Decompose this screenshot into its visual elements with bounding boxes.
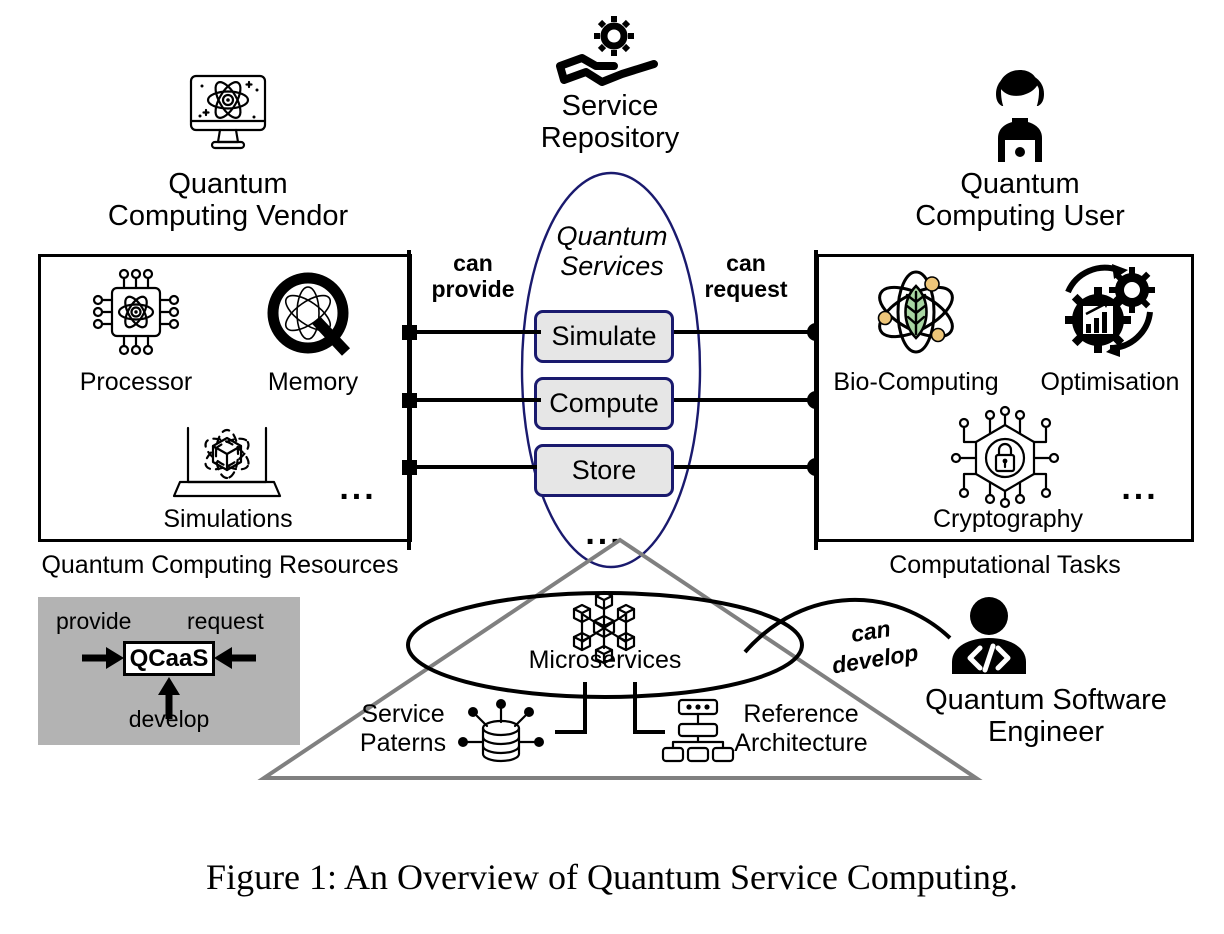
reference-architecture-line2: Architecture [734, 728, 868, 757]
optimisation-icon [1058, 262, 1158, 362]
reference-architecture-icon [655, 698, 741, 764]
quantum-services-group-label: Quantum Services [526, 221, 698, 281]
user-title-line1: Quantum [960, 168, 1080, 200]
user-item-label-bio-computing: Bio-Computing [833, 368, 999, 396]
provide-edge-label-line1: can [453, 250, 493, 276]
microservices-bracket-connectors [555, 682, 665, 744]
engineer-title-line1: Quantum Software [925, 684, 1167, 716]
can-develop-arc [743, 590, 965, 660]
vendor-title-line2: Computing Vendor [107, 200, 349, 233]
provide-edge-label-line2: provide [431, 276, 515, 303]
service-patterns-label: Service Paterns [338, 700, 468, 758]
engineer-title: Quantum Software Engineer [868, 684, 1224, 749]
provide-connector-group [395, 250, 545, 550]
service-card-store[interactable]: Store [534, 444, 674, 497]
vendor-item-label-memory: Memory [267, 368, 359, 396]
vendor-title-line1: Quantum [168, 168, 288, 200]
legend-arrows [38, 597, 300, 745]
user-icon [970, 58, 1070, 166]
user-title: Quantum Computing User [800, 168, 1224, 233]
request-edge-label-line1: can [726, 250, 766, 276]
engineer-icon [944, 596, 1034, 678]
foundation-triangle [250, 537, 990, 785]
service-repository-title-line1: Service [561, 90, 659, 122]
service-card-compute[interactable]: Compute [534, 377, 674, 430]
qcaas-node: QCaaS [123, 641, 215, 676]
cryptography-icon [950, 405, 1060, 509]
reference-architecture-label: Reference Architecture [725, 700, 877, 758]
legend-request-label: request [187, 608, 264, 634]
vendor-icon [178, 72, 278, 152]
user-more-ellipsis: ... [1121, 469, 1159, 507]
legend-develop-label: develop [128, 706, 210, 732]
microservices-label: Microservices [528, 646, 682, 674]
vendor-more-ellipsis: ... [339, 469, 377, 507]
service-repository-icon [552, 8, 668, 92]
request-edge-label: can request [690, 250, 802, 303]
user-item-label-cryptography: Cryptography [932, 505, 1084, 533]
vendor-title: Quantum Computing Vendor [8, 168, 448, 233]
service-patterns-line2: Paterns [359, 728, 447, 757]
microservices-icon [562, 590, 646, 665]
user-title-line2: Computing User [915, 200, 1125, 233]
user-box-caption: Computational Tasks [889, 551, 1121, 579]
memory-icon [258, 268, 362, 364]
vendor-item-label-processor: Processor [79, 368, 193, 396]
vendor-item-label-simulations: Simulations [163, 505, 293, 533]
service-patterns-icon [457, 698, 545, 766]
quantum-services-label-line1: Quantum [556, 221, 668, 251]
quantum-services-label-line2: Services [560, 250, 664, 281]
engineer-title-line2: Engineer [987, 716, 1105, 749]
user-item-label-optimisation: Optimisation [1040, 368, 1180, 396]
service-patterns-line1: Service [361, 700, 445, 728]
service-card-simulate[interactable]: Simulate [534, 310, 674, 363]
quantum-services-ellipse [516, 170, 706, 570]
figure-caption: Figure 1: An Overview of Quantum Service… [206, 857, 1018, 897]
processor-icon [88, 264, 184, 360]
bio-computing-icon [862, 262, 970, 362]
request-edge-label-line2: request [704, 276, 788, 303]
service-repository-title-line2: Repository [540, 122, 680, 155]
legend-provide-label: provide [56, 608, 132, 634]
provide-edge-label: can provide [418, 250, 528, 303]
service-repository-title: Service Repository [455, 90, 765, 155]
vendor-box-caption: Quantum Computing Resources [41, 551, 399, 579]
simulations-icon [168, 410, 286, 506]
reference-architecture-line1: Reference [743, 700, 859, 728]
